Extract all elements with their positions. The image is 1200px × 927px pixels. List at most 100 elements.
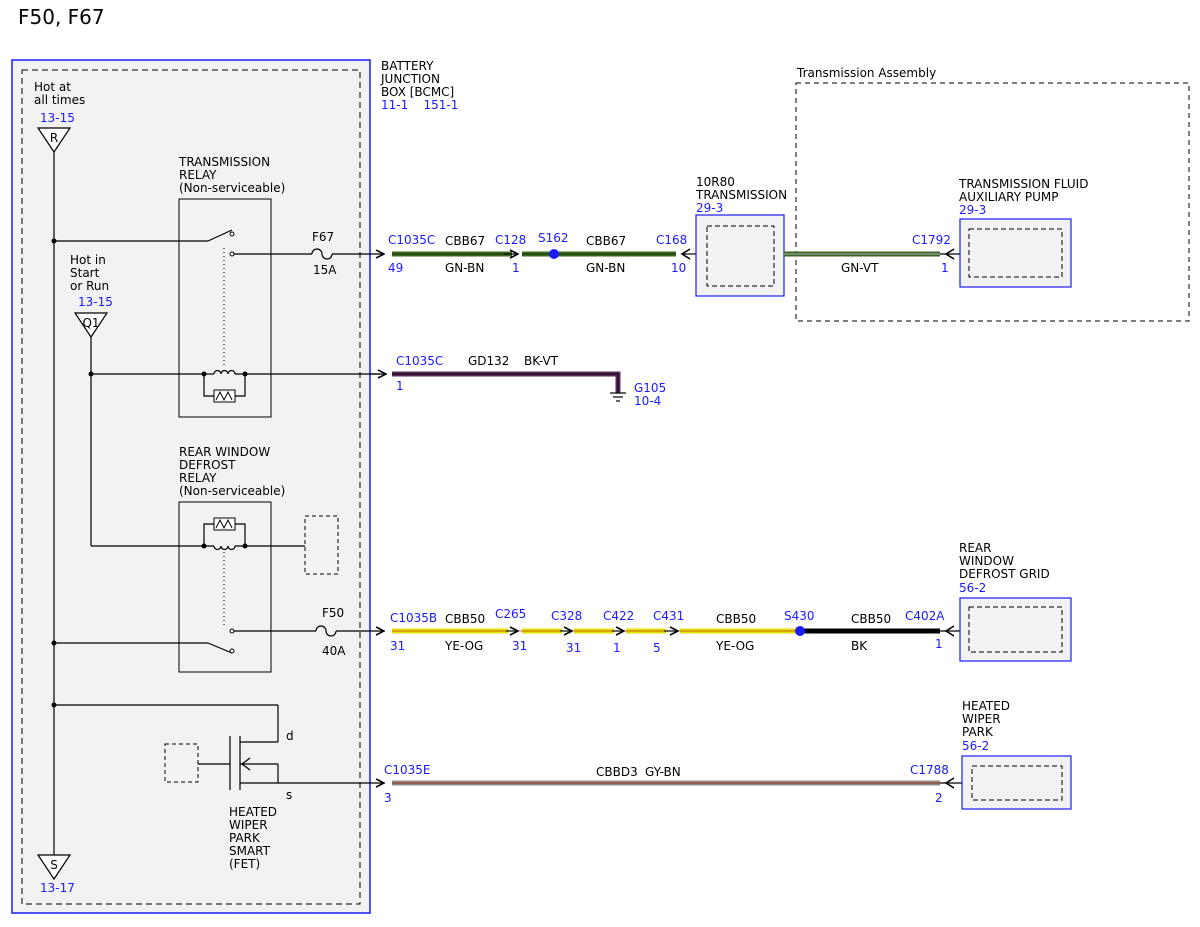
r-label: R <box>50 131 58 145</box>
fuse-f67-rating: 15A <box>313 263 337 277</box>
wiper-park-name-1: HEATED <box>962 699 1010 713</box>
defrost-relay-name-4: (Non-serviceable) <box>179 484 285 498</box>
transmission-fluid-aux-pump <box>959 218 1072 288</box>
c328-pin: 31 <box>566 641 581 655</box>
transmission-assembly <box>795 82 1190 322</box>
fet-transistor <box>229 736 279 790</box>
defrost-relay-diode <box>213 517 236 531</box>
trans-relay-name-1: TRANSMISSION <box>178 155 270 169</box>
bjb-inner-boundary <box>21 69 361 905</box>
wire-cbb67-b-label: CBB67 <box>586 234 626 248</box>
bjb-name-2: JUNCTION <box>380 72 440 86</box>
c1035c-connector: C1035C <box>388 233 435 247</box>
defrost-relay-name-2: DEFROST <box>179 458 236 472</box>
ground-symbol <box>610 392 626 402</box>
wire-gn-vt-color: GN-VT <box>841 261 879 275</box>
c402a-pin: 1 <box>935 637 943 651</box>
trans-relay-diode <box>213 389 236 403</box>
c1035e-connector: C1035E <box>384 763 431 777</box>
wire-cbb67-a-label: CBB67 <box>445 234 485 248</box>
transmission-name-1: 10R80 <box>696 175 735 189</box>
fet-name-3: PARK <box>229 831 261 845</box>
c1035e-pin: 3 <box>384 791 392 805</box>
power-source-q1 <box>73 312 109 339</box>
transmission-name-2: TRANSMISSION <box>695 188 787 202</box>
wire-gd132-label: GD132 <box>468 354 509 368</box>
defrost-grid-name-1: REAR <box>959 541 991 555</box>
c1792-connector: C1792 <box>912 233 951 247</box>
fet-name-5: (FET) <box>229 857 260 871</box>
ref-top: 13-15 <box>40 111 75 125</box>
fuse-f50 <box>315 625 337 637</box>
wire-cbb50-b-label: CBB50 <box>716 612 756 626</box>
c265-connector: C265 <box>495 607 526 621</box>
c328-connector: C328 <box>551 609 582 623</box>
fet-name-2: WIPER <box>229 818 268 832</box>
wire-cbb50-c-color: BK <box>851 639 868 653</box>
defrost-relay-coil <box>213 545 236 551</box>
fet-name-1: HEATED <box>229 805 277 819</box>
wiper-park-ref: 56-2 <box>962 739 989 753</box>
rear-window-defrost-relay <box>178 501 272 673</box>
c431-pin: 5 <box>653 641 661 655</box>
c1788-pin: 2 <box>935 791 943 805</box>
splice-s430 <box>795 626 805 636</box>
bjb-module <box>11 59 371 914</box>
wire-cbbd3-color: GY-BN <box>645 765 681 779</box>
c168-connector: C168 <box>656 233 687 247</box>
power-source-s <box>36 854 72 881</box>
fet-d-label: d <box>286 729 294 743</box>
hot-at-all-times-2: all times <box>34 93 85 107</box>
fet-name-4: SMART <box>229 844 271 858</box>
wire-gd132 <box>392 371 621 393</box>
c265-pin: 31 <box>512 639 527 653</box>
wiper-park-name-2: WIPER <box>962 712 1001 726</box>
transmission-relay <box>178 198 272 418</box>
g105-label: G105 <box>634 381 666 395</box>
c402a-connector: C402A <box>905 609 945 623</box>
trans-relay-name-2: RELAY <box>179 168 217 182</box>
hot-start-run-3: or Run <box>70 279 109 293</box>
wire-cbb50-b-color: YE-OG <box>715 639 754 653</box>
transmission-ref: 29-3 <box>696 201 723 215</box>
bjb-name-3: BOX [BCMC] <box>381 85 454 99</box>
wire-cbb67-a-color: GN-BN <box>445 261 484 275</box>
trans-relay-name-3: (Non-serviceable) <box>179 181 285 195</box>
s430-label: S430 <box>784 609 815 623</box>
c1035c-2-pin: 1 <box>396 379 404 393</box>
s-label: S <box>50 858 58 872</box>
rear-window-defrost-grid <box>959 597 1072 662</box>
c422-connector: C422 <box>603 609 634 623</box>
c1035c-2-connector: C1035C <box>396 354 443 368</box>
c128-pin: 1 <box>512 261 520 275</box>
aux-pump-name-1: TRANSMISSION FLUID <box>958 177 1088 191</box>
defrost-grid-ref: 56-2 <box>959 581 986 595</box>
fuse-f50-rating: 40A <box>322 644 346 658</box>
heated-wiper-park <box>961 755 1072 810</box>
g105-ref: 10-4 <box>634 394 661 408</box>
wiper-park-name-3: PARK <box>962 725 994 739</box>
c1035b-pin: 31 <box>390 639 405 653</box>
fuse-f67 <box>311 248 333 260</box>
power-source-r <box>36 127 72 154</box>
hot-start-run-1: Hot in <box>70 253 106 267</box>
trans-relay-contact <box>207 229 233 242</box>
ref-bottom: 13-17 <box>40 881 75 895</box>
aux-pump-ref: 29-3 <box>959 203 986 217</box>
s162-label: S162 <box>538 231 569 245</box>
c128-connector: C128 <box>495 233 526 247</box>
c168-pin: 10 <box>671 261 686 275</box>
defrost-grid-name-2: WINDOW <box>959 554 1014 568</box>
wire-cbb50-a-color: YE-OG <box>444 639 483 653</box>
wire-cbb50-a-label: CBB50 <box>445 612 485 626</box>
defrost-relay-name-1: REAR WINDOW <box>179 445 270 459</box>
c431-connector: C431 <box>653 609 684 623</box>
wire-gd132-color: BK-VT <box>524 354 559 368</box>
c1035b-connector: C1035B <box>390 611 437 625</box>
fuse-f67-name: F67 <box>312 230 334 244</box>
defrost-control-module <box>304 515 339 575</box>
fet-control-module <box>164 743 199 783</box>
ref-mid: 13-15 <box>78 295 113 309</box>
